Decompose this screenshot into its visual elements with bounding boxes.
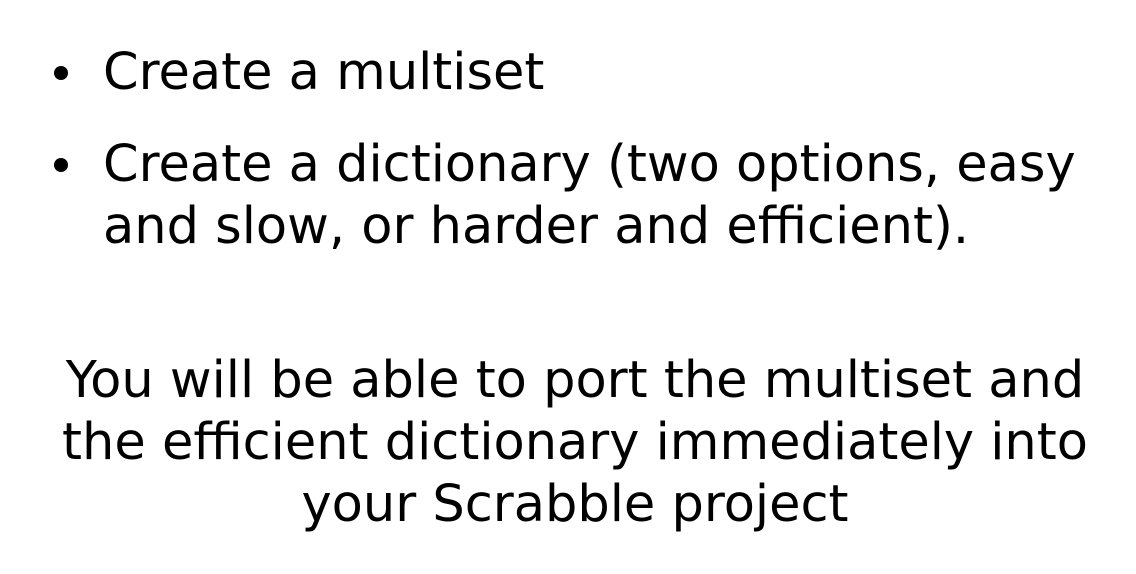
closing-line: You will be able to port the multiset an…	[65, 351, 1085, 410]
bullet-marker	[54, 158, 68, 172]
closing-paragraph: You will be able to port the multiset an…	[30, 350, 1120, 536]
bullet-line: Create a multiset	[103, 43, 545, 102]
bullet-text: Create a dictionary (two options, easy a…	[103, 134, 1108, 258]
bullet-line: and slow, or harder and efficient).	[103, 197, 970, 256]
bullet-item-create-multiset: Create a multiset	[48, 42, 1108, 104]
closing-line: your Scrabble project	[301, 475, 849, 534]
bullet-line: Create a dictionary (two options, easy	[103, 135, 1076, 194]
bullet-marker	[54, 66, 68, 80]
bullet-item-create-dictionary: Create a dictionary (two options, easy a…	[48, 134, 1108, 258]
bullet-text: Create a multiset	[103, 42, 1108, 104]
bullet-list: Create a multiset Create a dictionary (t…	[48, 42, 1108, 288]
closing-line: the efficient dictionary immediately int…	[62, 413, 1088, 472]
